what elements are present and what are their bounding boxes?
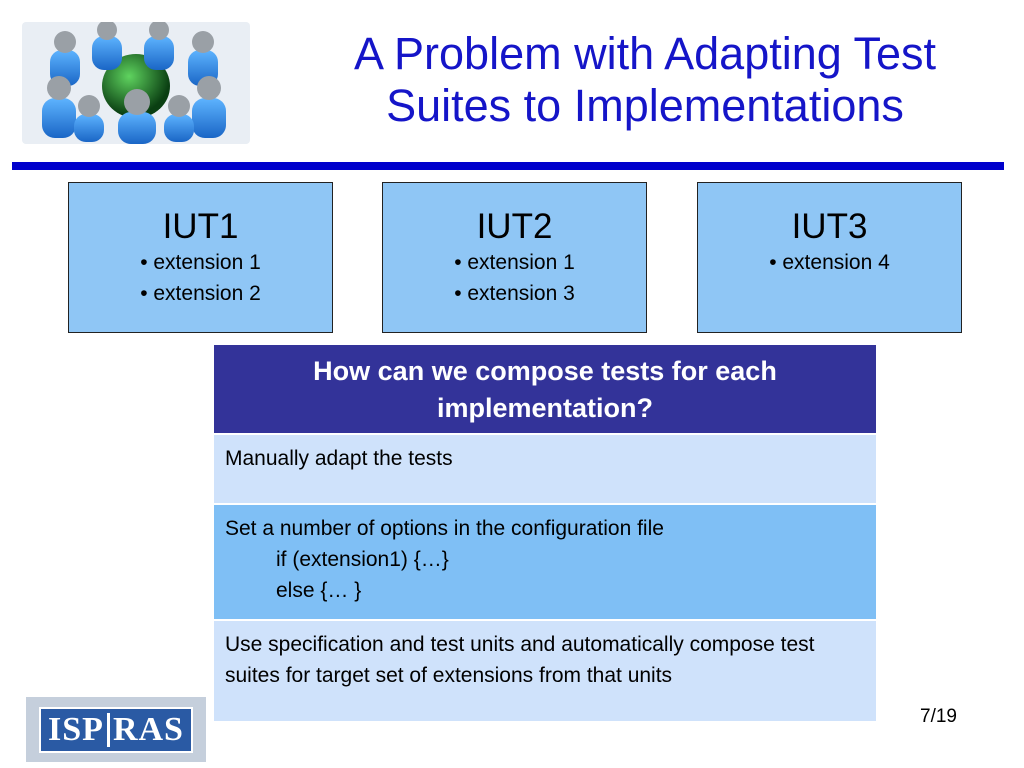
- code-line: else {… }: [276, 579, 362, 602]
- table-row: Use specification and test units and aut…: [214, 621, 876, 721]
- title-divider: [12, 162, 1004, 170]
- title-line-2: Suites to Implementations: [386, 80, 904, 131]
- table-header: How can we compose tests for each implem…: [214, 345, 876, 435]
- iut-name: IUT3: [791, 207, 868, 246]
- ispras-logo-mark: ISP RAS: [39, 706, 193, 753]
- ispras-logo: ISP RAS: [26, 697, 206, 762]
- people-around-globe-icon: [22, 22, 250, 144]
- table-row: Manually adapt the tests: [214, 435, 876, 505]
- title-line-1: A Problem with Adapting Test: [353, 28, 936, 79]
- iut2-box: IUT2 • extension 1 • extension 3: [382, 182, 647, 333]
- iut1-box: IUT1 • extension 1 • extension 2: [68, 182, 333, 333]
- row-text: Set a number of options in the configura…: [225, 517, 664, 540]
- iut-extension: • extension 2: [140, 282, 261, 305]
- row-text: Use specification and test units and aut…: [225, 633, 815, 687]
- iut-extension: • extension 3: [454, 282, 575, 305]
- iut-extension: • extension 1: [140, 251, 261, 274]
- approaches-table: How can we compose tests for each implem…: [213, 344, 877, 722]
- iut3-box: IUT3 • extension 4: [697, 182, 962, 333]
- iut-name: IUT1: [162, 207, 239, 246]
- logo-separator: [106, 712, 110, 747]
- row-text: Manually adapt the tests: [225, 447, 453, 470]
- code-line: if (extension1) {…}: [276, 548, 449, 571]
- page-number: 7/19: [920, 706, 957, 727]
- table-row: Set a number of options in the configura…: [214, 505, 876, 621]
- logo-text-isp: ISP: [48, 710, 104, 748]
- logo-text-ras: RAS: [112, 710, 184, 748]
- page-title: A Problem with Adapting Test Suites to I…: [285, 28, 1005, 132]
- iut-name: IUT2: [476, 207, 553, 246]
- iut-extension: • extension 4: [769, 251, 890, 274]
- iut-extension: • extension 1: [454, 251, 575, 274]
